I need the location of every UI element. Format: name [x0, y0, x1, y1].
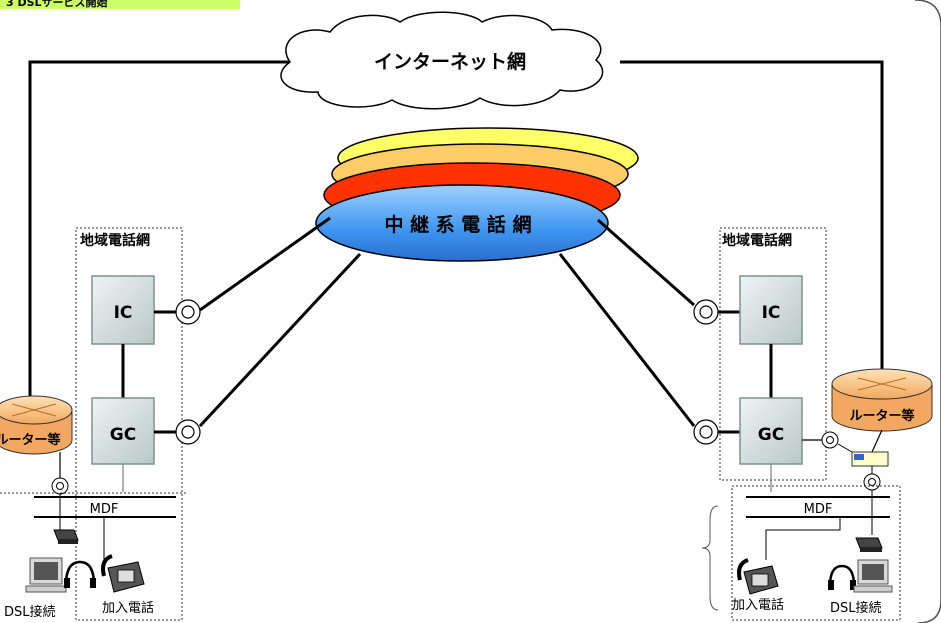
left-gc-label: GC — [110, 425, 136, 445]
left-modem-icon — [53, 529, 79, 544]
link-right-router-internet — [620, 60, 884, 378]
left-pc-icon — [25, 557, 67, 593]
link-relay-left-gc — [198, 252, 362, 428]
left-ic-label: IC — [114, 303, 133, 323]
right-gc-label: GC — [758, 425, 784, 445]
right-dsl-label: DSL接続 — [830, 600, 882, 616]
left-headset-icon — [64, 560, 96, 588]
right-phone-label: 加入電話 — [732, 597, 784, 613]
left-router-icon: ルーター等 — [0, 395, 73, 455]
right-router-to-splitter — [871, 429, 883, 453]
right-mdf-phone-line — [765, 517, 841, 560]
left-dsl-label: DSL接続 — [4, 604, 56, 620]
right-gc-port-icon — [693, 419, 719, 445]
left-ic-port-icon — [175, 299, 201, 325]
relay-network: 中 継 系 電 話 網 — [315, 127, 639, 262]
right-gc-box: GC — [739, 397, 803, 465]
right-ic-box: IC — [739, 275, 803, 345]
relay-layer-blue — [315, 184, 609, 262]
right-headset-icon — [828, 564, 856, 590]
right-subscriber-boundary — [731, 485, 901, 621]
link-relay-left-ic — [199, 216, 331, 312]
right-telephone-icon — [737, 558, 779, 595]
right-region-boundary — [719, 227, 827, 481]
right-subscriber-brace — [701, 505, 719, 611]
link-relay-right-ic — [597, 218, 695, 307]
right-gc-side-port-icon — [821, 431, 839, 449]
link-relay-right-gc — [558, 253, 696, 427]
left-router-label: ルーター等 — [0, 432, 61, 448]
right-mdf-label: MDF — [804, 502, 833, 517]
left-gc-port-icon — [175, 419, 201, 445]
right-ic-port-icon — [693, 299, 719, 325]
link-left-router-internet — [28, 60, 300, 398]
right-router-icon: ルーター等 — [831, 368, 933, 432]
left-gc-box: GC — [91, 397, 155, 465]
left-phone-label: 加入電話 — [102, 600, 154, 616]
internet-cloud: インターネット網 — [280, 11, 604, 110]
right-splitter-port-icon — [863, 473, 881, 491]
left-ic-box: IC — [91, 275, 155, 345]
relay-label: 中 継 系 電 話 網 — [384, 213, 531, 236]
right-splitter-icon — [851, 451, 889, 467]
left-telephone-icon — [101, 554, 145, 593]
right-pc-icon — [853, 559, 893, 593]
right-ic-label: IC — [762, 303, 781, 323]
left-splitter-port-icon — [51, 477, 69, 495]
header-text: 3 DSLサービス開始 — [6, 0, 108, 9]
header-band — [0, 0, 240, 9]
left-region-label: 地域電話網 — [80, 232, 150, 249]
frame-border — [914, 0, 941, 623]
internet-label: インターネット網 — [374, 50, 526, 73]
right-router-label: ルーター等 — [849, 408, 914, 424]
right-modem-icon — [855, 537, 883, 552]
right-region-label: 地域電話網 — [722, 232, 792, 249]
left-mdf-label: MDF — [90, 502, 119, 517]
right-port-to-splitter — [837, 443, 853, 453]
